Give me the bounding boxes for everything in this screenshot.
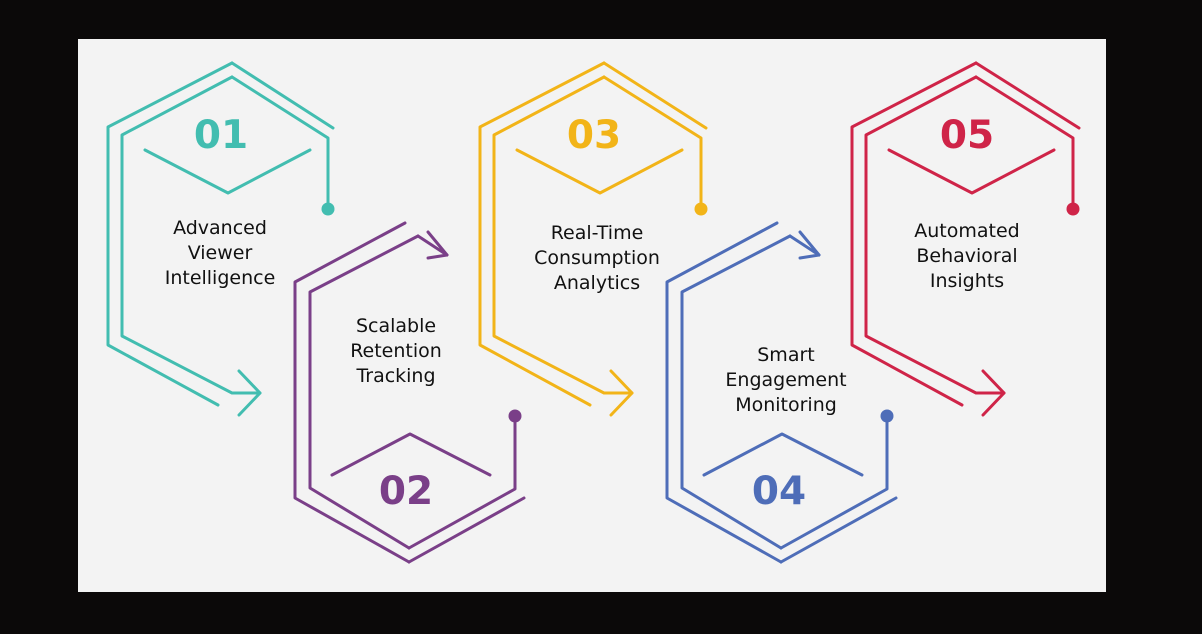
step-01-label: Advanced Viewer Intelligence (164, 217, 276, 289)
step-04-label: Smart Engagement Monitoring (725, 344, 847, 416)
step-01-number: 01 (194, 113, 248, 158)
step-04-number: 04 (752, 469, 806, 514)
infographic-panel (78, 39, 1106, 592)
step-05-number: 05 (940, 113, 994, 158)
step-02-shape (293, 221, 526, 564)
step-05-shape (850, 61, 1081, 417)
step-03-shape (478, 61, 708, 417)
step-02-label: Scalable Retention Tracking (350, 315, 442, 387)
step-03-label: Real-Time Consumption Analytics (534, 222, 660, 294)
step-05-label: Automated Behavioral Insights (914, 220, 1020, 292)
step-04-shape (665, 221, 898, 564)
step-01-shape (106, 61, 335, 417)
step-02-number: 02 (379, 469, 433, 514)
step-03-number: 03 (567, 113, 621, 158)
